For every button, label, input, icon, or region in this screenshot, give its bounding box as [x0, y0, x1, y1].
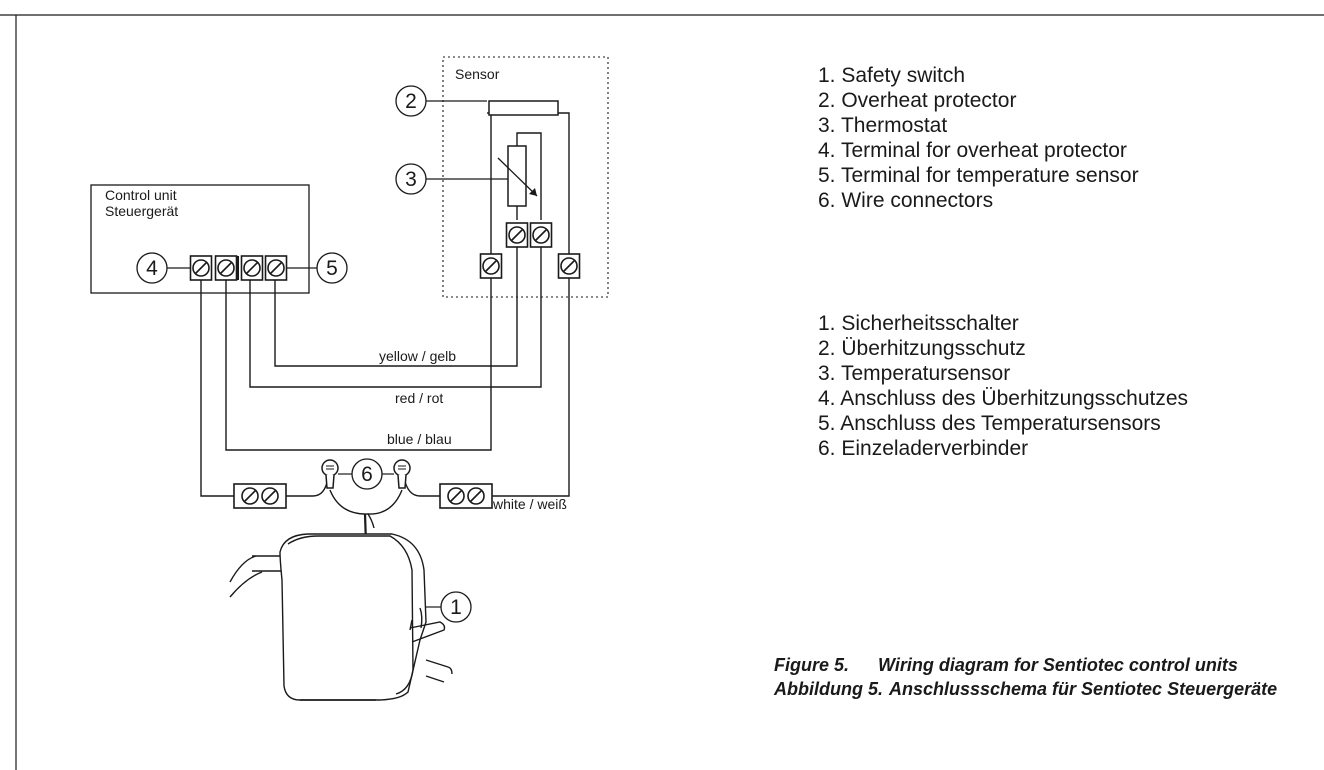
control-unit-label-de: Steuergerät	[105, 203, 178, 219]
svg-text:1: 1	[450, 596, 462, 619]
lower-terminal-block-right	[439, 483, 493, 509]
legend-en-item: 4. Terminal for overheat protector	[818, 139, 1127, 162]
legend-de-item: 4. Anschluss des Überhitzungsschutzes	[818, 387, 1189, 410]
control-unit-box	[90, 184, 310, 294]
wire-connector-left	[321, 459, 339, 489]
safety-switch	[229, 533, 453, 701]
legend-de-item: 3. Temperatursensor	[818, 362, 1011, 385]
wire-label-white: white / weiß	[492, 496, 567, 512]
legend-en-item: 2. Overheat protector	[818, 89, 1017, 112]
legend-de-item: 6. Einzeladerverbinder	[818, 437, 1029, 460]
marker-6: 6	[338, 458, 394, 490]
cu-terminal-4	[264, 255, 288, 281]
cu-terminal-3	[240, 255, 264, 281]
control-unit-terminal-strip	[189, 255, 288, 281]
wire-connector-right	[393, 459, 411, 489]
svg-text:6: 6	[361, 463, 373, 486]
legend-en-item: 3. Thermostat	[818, 114, 948, 137]
sensor-label: Sensor	[455, 66, 500, 82]
sensor-terminal-thermo-a	[505, 222, 529, 248]
sensor-terminal-right	[557, 253, 581, 279]
svg-text:3: 3	[405, 168, 417, 191]
legend-de-item: 2. Überhitzungsschutz	[818, 337, 1026, 360]
figure-caption-english: Figure 5. Wiring diagram for Sentiotec co…	[774, 655, 1238, 676]
overheat-protector	[488, 100, 559, 116]
control-unit-label-en: Control unit	[105, 187, 177, 203]
svg-text:4: 4	[146, 257, 158, 280]
sensor-terminal-left	[479, 253, 503, 279]
svg-text:2: 2	[405, 90, 417, 113]
wire-label-yellow: yellow / gelb	[379, 348, 456, 364]
thermostat-arrowhead	[529, 188, 537, 196]
wire-label-red: red / rot	[395, 390, 443, 406]
wire-label-blue: blue / blau	[387, 431, 452, 447]
cu-terminal-1	[189, 255, 213, 281]
figure-caption-german: Abbildung 5.Anschlussschema für Sentiote…	[774, 679, 1277, 700]
sensor-box	[442, 56, 609, 298]
caption-de-label: Abbildung 5.	[774, 679, 883, 699]
caption-de-text: Anschlussschema für Sentiotec Steuergerä…	[888, 679, 1278, 699]
lower-terminal-block-left	[233, 483, 287, 509]
sensor-terminal-thermo-b	[529, 222, 553, 248]
legend-en-item: 5. Terminal for temperature sensor	[818, 164, 1139, 187]
marker-5: 5	[287, 252, 348, 284]
legend-de-item: 1. Sicherheitsschalter	[818, 312, 1019, 335]
marker-3: 3	[395, 163, 508, 195]
marker-1: 1	[426, 591, 472, 623]
legend-en-item: 6. Wire connectors	[818, 189, 994, 212]
marker-2: 2	[395, 85, 487, 117]
thermostat-arrow	[497, 157, 538, 197]
caption-en-text: Wiring diagram for Sentiotec control uni…	[878, 655, 1238, 675]
cu-terminal-2	[214, 255, 238, 281]
legend-de-item: 5. Anschluss des Temperatursensors	[818, 412, 1161, 435]
svg-text:5: 5	[326, 257, 338, 280]
legend-english: 1. Safety switch 2. Overheat protector 3…	[818, 63, 1139, 213]
legend-en-item: 1. Safety switch	[818, 64, 966, 87]
marker-4: 4	[136, 252, 190, 284]
external-wiring	[200, 247, 570, 545]
legend-german: 1. Sicherheitsschalter 2. Überhitzungssc…	[818, 311, 1188, 461]
caption-en-label: Figure 5.	[774, 655, 850, 675]
